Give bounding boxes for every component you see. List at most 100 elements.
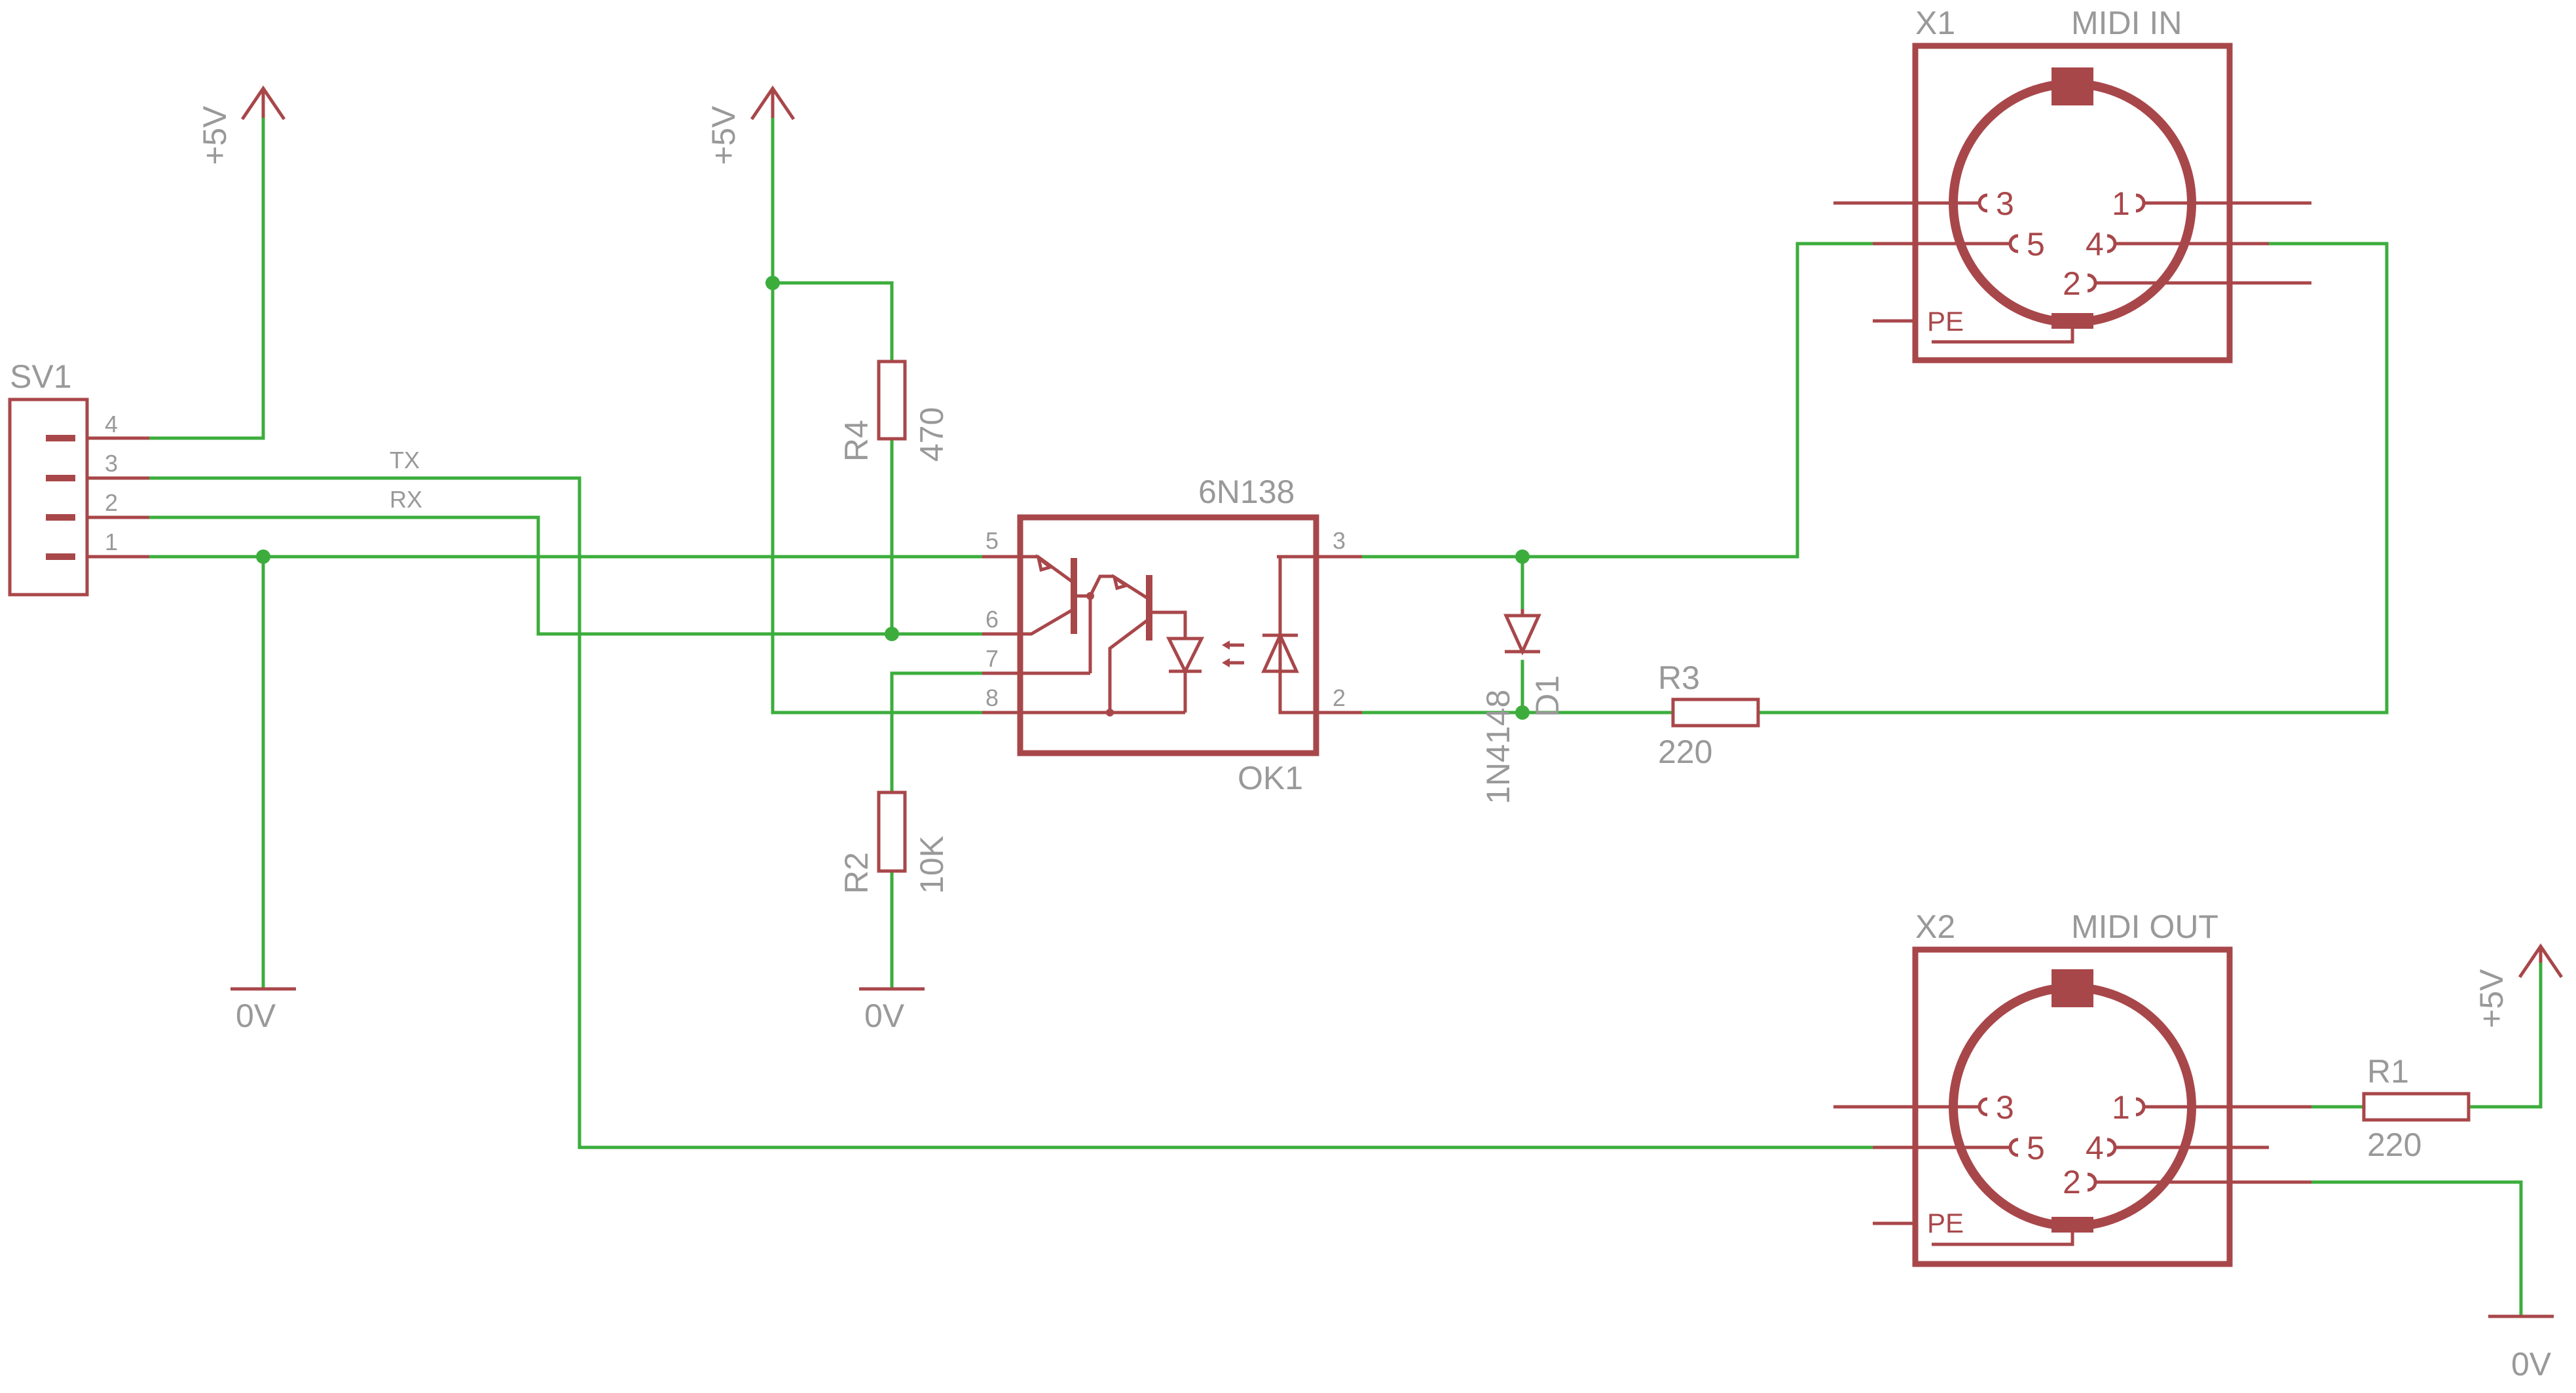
- sv1-pin-num-1: 1: [105, 529, 118, 555]
- x2-pe-label: PE: [1927, 1208, 1964, 1238]
- ok1-t2-collector: [1108, 618, 1150, 713]
- plus5v-label-left: +5V: [196, 105, 233, 165]
- x1-top-tab: [2052, 67, 2093, 105]
- ok1-t2-emitter: [1088, 574, 1150, 601]
- r2-name: R2: [838, 852, 875, 894]
- connector-x2: 3 5 1 4 2 PE X2 MIDI OUT: [1833, 908, 2311, 1267]
- gnd-label-middle: 0V: [864, 997, 905, 1034]
- x2-top-tab: [2052, 969, 2093, 1007]
- resistor-r3: R3 220: [1658, 659, 1760, 770]
- plus5v-label-right: +5V: [2473, 969, 2510, 1028]
- light-arrow-1-head: [1222, 641, 1230, 650]
- x2-contact-2: [2087, 1172, 2097, 1192]
- x1-pin-num-4: 4: [2086, 226, 2104, 263]
- wire-ok1-pin7-r2: [890, 671, 984, 794]
- x2-contact-4: [2107, 1138, 2117, 1157]
- sv1-pin-num-4: 4: [105, 411, 118, 437]
- r2-value: 10K: [913, 836, 950, 894]
- x2-contact-1: [2135, 1097, 2146, 1117]
- ok1-led-triangle: [1261, 631, 1299, 673]
- light-arrow-2-head: [1222, 658, 1230, 667]
- wire-r1-5v: [2467, 961, 2543, 1109]
- ok1-led: [1261, 555, 1316, 715]
- x2-pin-num-3: 3: [1996, 1089, 2014, 1126]
- ok1-photodiode-triangle: [1166, 637, 1205, 675]
- x2-name: X2: [1915, 908, 1955, 945]
- wire-sv1-pin4-5v: [147, 116, 265, 440]
- wire-rx: [147, 515, 984, 636]
- supply-5v-middle: +5V: [705, 85, 796, 165]
- x1-contact-3: [1978, 193, 1988, 213]
- wire-5v-ok1-pin8: [771, 116, 984, 715]
- x2-contact-3: [1978, 1097, 1988, 1117]
- x2-pe-inner: [1932, 1231, 2074, 1246]
- wire-5v-r4: [771, 281, 894, 363]
- ok1-pin-num-5: 5: [985, 527, 999, 554]
- optocoupler-ok1: 5 6 7 8 3 2 6N138 OK1: [982, 474, 1362, 796]
- x2-pin-num-4: 4: [2086, 1130, 2104, 1166]
- ground-middle: 0V: [859, 987, 925, 1034]
- gnd-label-left: 0V: [236, 997, 276, 1034]
- ok1-pin-num-3: 3: [1333, 527, 1346, 554]
- ok1-pin-num-8: 8: [985, 684, 999, 711]
- ok1-light-arrows: [1222, 641, 1244, 667]
- r3-body: [1671, 697, 1760, 728]
- x2-title: MIDI OUT: [2071, 908, 2218, 945]
- x1-contact-2: [2087, 273, 2097, 293]
- sv1-body: [8, 398, 89, 597]
- sv1-pin-num-2: 2: [105, 489, 118, 516]
- x1-contact-1: [2135, 193, 2146, 213]
- sv1-pin-num-3: 3: [105, 450, 118, 477]
- resistor-r1: R1 220: [2362, 1053, 2471, 1163]
- x2-pin-num-1: 1: [2112, 1089, 2130, 1126]
- x1-title: MIDI IN: [2071, 5, 2182, 41]
- x1-contact-5: [2008, 234, 2019, 253]
- r2-body: [877, 790, 907, 873]
- x2-bottom-tab: [2052, 1217, 2093, 1233]
- plus5v-label-middle: +5V: [705, 105, 742, 165]
- ok1-photodiode: [1166, 637, 1205, 713]
- r1-value: 220: [2367, 1126, 2421, 1163]
- resistor-r4: R4 470: [838, 360, 950, 462]
- ok1-pin-num-6: 6: [985, 606, 999, 633]
- r4-value: 470: [913, 407, 950, 462]
- d1-triangle: [1503, 614, 1541, 656]
- supply-5v-right: +5V: [2473, 943, 2564, 1028]
- wire-x2-pin2-gnd: [2309, 1180, 2523, 1318]
- ok1-inner-junction: [1106, 709, 1114, 716]
- ok1-transistor-2: [1020, 574, 1187, 716]
- x1-pe-inner: [1932, 327, 2074, 344]
- r4-name: R4: [838, 420, 875, 462]
- connector-x1: 3 5 1 4 2 PE X1 MIDI IN: [1833, 5, 2311, 363]
- x2-pin-num-2: 2: [2063, 1164, 2081, 1200]
- junction-pin2: [1515, 705, 1530, 720]
- x1-contact-4: [2107, 234, 2117, 253]
- supply-5v-left: +5V: [196, 85, 286, 165]
- x1-pin-num-5: 5: [2027, 226, 2045, 263]
- x1-name: X1: [1915, 5, 1955, 41]
- junction-gnd: [256, 549, 270, 564]
- x1-pe-label: PE: [1927, 306, 1964, 337]
- ground-right: 0V: [2488, 1314, 2554, 1383]
- r3-name: R3: [1658, 659, 1700, 696]
- x1-bottom-tab: [2052, 313, 2093, 329]
- d1-part: 1N4148: [1480, 690, 1517, 804]
- ok1-t1-collector: [1020, 607, 1075, 636]
- tx-label: TX: [390, 447, 420, 474]
- wires: [147, 116, 2543, 1318]
- junction-pin3: [1515, 549, 1530, 564]
- d1-name: D1: [1529, 675, 1566, 717]
- junctions: [256, 276, 1530, 720]
- x1-pin-num-1: 1: [2112, 185, 2130, 222]
- connector-sv1: SV1 4 3 2 1 TX RX: [8, 358, 422, 597]
- ok1-t1-arrow: [1036, 553, 1054, 572]
- junction-5v: [765, 276, 780, 290]
- wire-ok1-pin3-x1: [1360, 242, 1875, 559]
- junction-pin6: [885, 627, 899, 641]
- ok1-led-frame: [1278, 557, 1316, 715]
- ok1-pin-num-2: 2: [1333, 684, 1346, 711]
- x2-contact-5: [2008, 1138, 2019, 1157]
- x2-pin-num-5: 5: [2027, 1130, 2045, 1166]
- ok1-part: 6N138: [1198, 474, 1295, 510]
